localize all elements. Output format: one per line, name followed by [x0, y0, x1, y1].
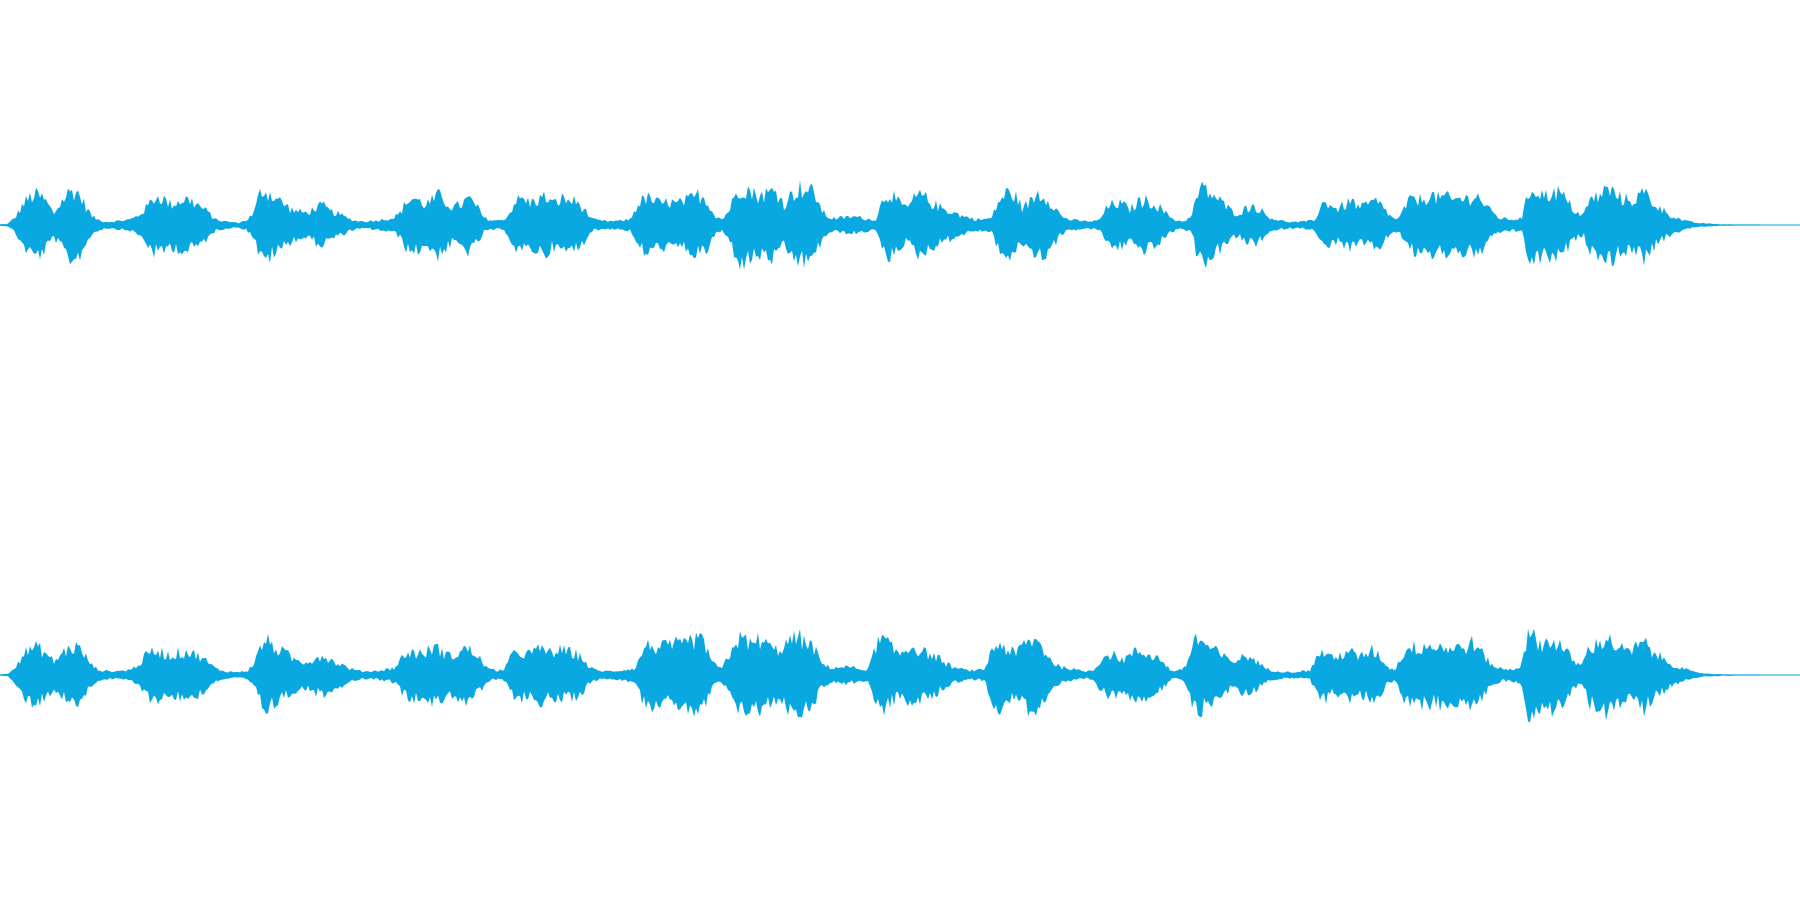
channel-2-waveform: [0, 628, 1760, 723]
channel-1-waveform: [0, 180, 1760, 270]
